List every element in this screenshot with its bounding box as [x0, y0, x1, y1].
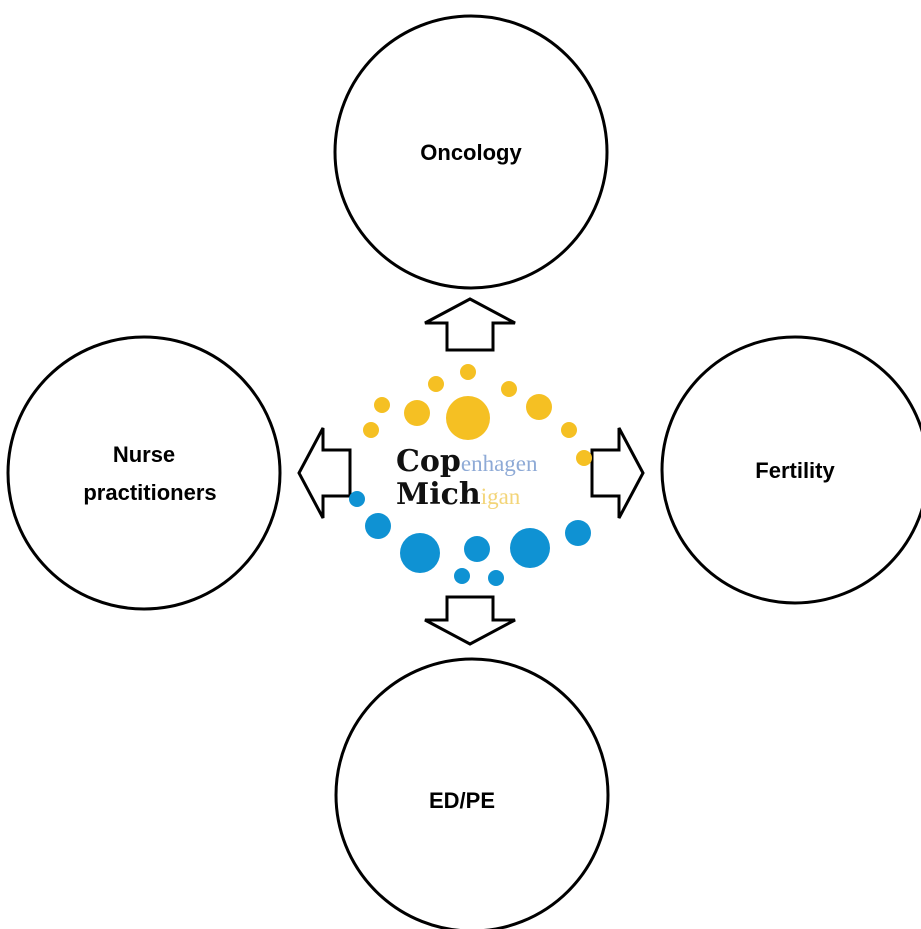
logo-dot-blue: [488, 570, 504, 586]
logo-dot-yellow: [428, 376, 444, 392]
arrow-down: [424, 595, 516, 646]
logo-dot-blue: [464, 536, 490, 562]
logo-dot-blue: [365, 513, 391, 539]
node-oncology-circle: [333, 14, 609, 290]
node-fertility: Fertility: [660, 335, 921, 605]
logo-dot-blue: [349, 491, 365, 507]
arrow-left: [297, 427, 352, 519]
arrow-up: [424, 297, 516, 352]
copenhagen-michigan-logo: Copenhagen Michigan: [349, 364, 592, 586]
logo-dot-yellow: [460, 364, 476, 380]
logo-dot-yellow: [446, 396, 490, 440]
logo-dot-blue: [454, 568, 470, 584]
node-nurse-practitioners: Nurse practitioners: [6, 335, 282, 611]
arrow-right: [590, 427, 645, 519]
logo-dot-blue: [510, 528, 550, 568]
node-fertility-circle: [660, 335, 921, 605]
logo-dot-yellow: [576, 450, 592, 466]
node-ed-pe-label: ED/PE: [429, 788, 495, 813]
logo-dot-yellow: [561, 422, 577, 438]
node-oncology: Oncology: [333, 14, 609, 290]
node-fertility-label: Fertility: [755, 458, 835, 483]
logo-text-enhagen: enhagen: [461, 451, 538, 476]
logo-dot-blue: [565, 520, 591, 546]
logo-text-igan: igan: [481, 484, 521, 509]
node-ed-pe: ED/PE: [334, 657, 610, 929]
logo-dot-yellow: [526, 394, 552, 420]
logo-dot-yellow: [404, 400, 430, 426]
node-oncology-label: Oncology: [420, 140, 522, 165]
logo-text-michigan: Michigan: [396, 477, 521, 512]
node-nurse-practitioners-label-line2: practitioners: [83, 480, 216, 505]
logo-dot-yellow: [363, 422, 379, 438]
logo-text-mich: Mich: [396, 477, 481, 512]
logo-dot-yellow: [374, 397, 390, 413]
logo-text-copenhagen: Copenhagen: [396, 444, 538, 479]
logo-dot-yellow: [501, 381, 517, 397]
logo-text-cop: Cop: [396, 444, 461, 479]
node-nurse-practitioners-label-line1: Nurse: [113, 442, 175, 467]
node-nurse-practitioners-circle: [6, 335, 282, 611]
node-ed-pe-circle: [334, 657, 610, 929]
logo-dot-blue: [400, 533, 440, 573]
